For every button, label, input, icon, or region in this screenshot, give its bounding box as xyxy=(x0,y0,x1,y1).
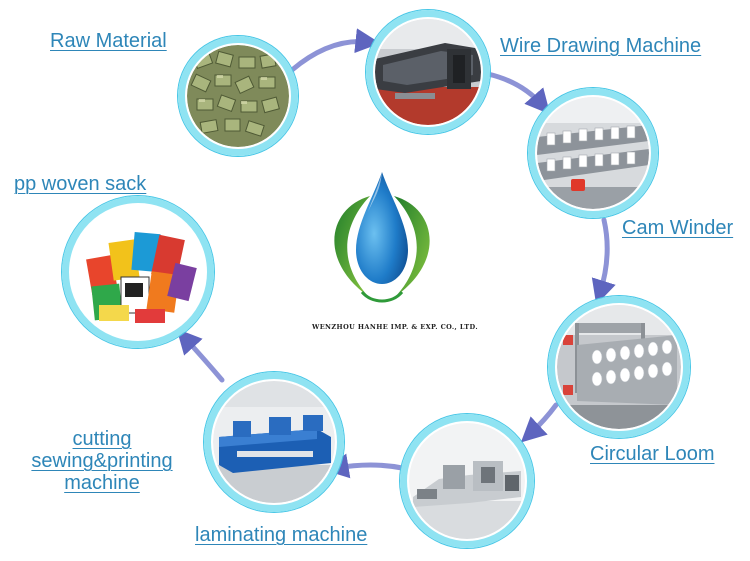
company-name: WENZHOU HANHE IMP. & EXP. CO., LTD. xyxy=(312,323,478,331)
label-laminating-machine: laminating machine xyxy=(195,524,368,546)
company-logo xyxy=(322,168,442,318)
arrow-loom-to-laminating xyxy=(520,402,559,443)
label-cutting-sewing-printing-machine: cutting sewing&printing machine xyxy=(12,428,192,494)
step-cam-winder xyxy=(528,88,658,218)
step-wire-drawing-machine xyxy=(366,10,490,134)
step-raw-material xyxy=(178,36,298,156)
label-line-machine: machine xyxy=(64,472,140,494)
label-cam-winder: Cam Winder xyxy=(622,217,734,239)
arrow-cam-to-loom xyxy=(591,217,616,305)
arrow-laminating-to-cutting xyxy=(323,453,405,479)
arrow-wire-to-cam xyxy=(485,71,551,115)
label-pp-woven-sack: pp woven sack xyxy=(14,173,147,195)
arrow-cutting-to-sack xyxy=(176,328,225,383)
label-wire-drawing-machine: Wire Drawing Machine xyxy=(500,35,702,57)
step-pp-woven-sack xyxy=(62,196,214,348)
step-circular-loom xyxy=(548,296,690,438)
water-drop-leaves-icon xyxy=(334,172,430,303)
label-line-sewing-printing: sewing&printing xyxy=(31,450,173,472)
label-circular-loom: Circular Loom xyxy=(590,443,715,465)
arrow-raw-to-wire xyxy=(289,28,381,73)
step-cutting-sewing-printing-machine xyxy=(204,372,344,512)
label-raw-material: Raw Material xyxy=(50,30,167,52)
label-line-cutting: cutting xyxy=(72,428,132,450)
step-laminating-machine xyxy=(400,414,534,548)
